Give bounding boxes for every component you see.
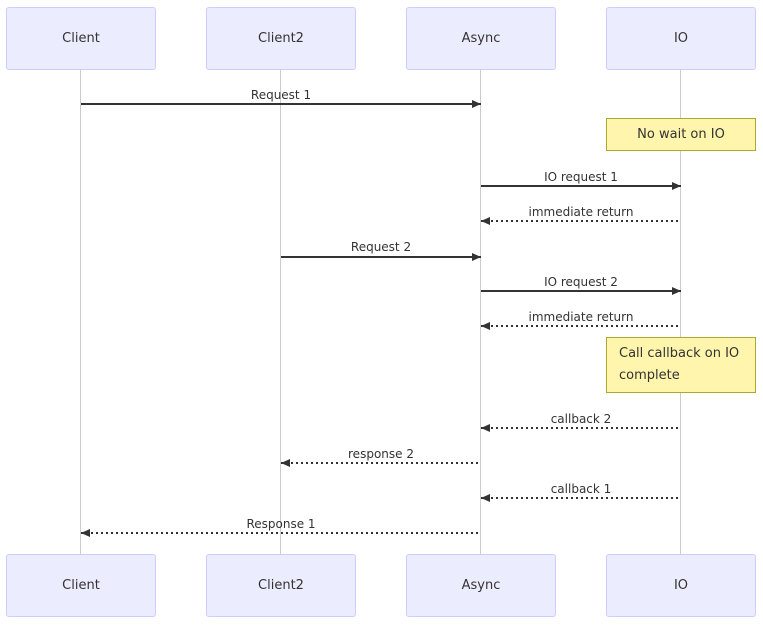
message-line — [481, 185, 681, 187]
message-line — [81, 103, 481, 105]
actor-box-client-top: Client — [6, 7, 156, 70]
lifeline-async — [480, 70, 481, 554]
arrowhead-icon — [472, 100, 481, 108]
arrowhead-icon — [672, 182, 681, 190]
actor-label: IO — [673, 578, 689, 593]
actor-label: Async — [461, 31, 501, 46]
arrowhead-icon — [672, 287, 681, 295]
message-line — [281, 462, 481, 464]
message-line — [481, 290, 681, 292]
actor-box-client2-top: Client2 — [206, 7, 356, 70]
actor-label: Client2 — [258, 578, 304, 593]
actor-label: Client — [62, 578, 100, 593]
actor-label: Async — [461, 578, 501, 593]
message-line — [481, 325, 681, 327]
actor-box-async-bottom: Async — [406, 554, 556, 617]
arrowhead-icon — [481, 494, 490, 502]
message-label: immediate return — [528, 310, 634, 324]
message-label: Response 1 — [246, 517, 316, 531]
actor-label: IO — [673, 31, 689, 46]
message-label: response 2 — [348, 447, 414, 461]
actor-box-client-bottom: Client — [6, 554, 156, 617]
actor-box-io-top: IO — [606, 7, 756, 70]
arrowhead-icon — [472, 253, 481, 261]
arrowhead-icon — [481, 322, 490, 330]
message-label: IO request 2 — [544, 275, 618, 289]
lifeline-io — [680, 70, 681, 554]
message-line — [81, 532, 481, 534]
message-line — [481, 427, 681, 429]
arrowhead-icon — [81, 529, 90, 537]
message-label: Request 2 — [350, 240, 412, 254]
actor-label: Client — [62, 31, 100, 46]
actor-box-io-bottom: IO — [606, 554, 756, 617]
message-label: callback 1 — [550, 482, 612, 496]
message-line — [481, 497, 681, 499]
arrowhead-icon — [481, 217, 490, 225]
message-label: callback 2 — [550, 412, 612, 426]
lifeline-client2 — [280, 70, 281, 554]
message-label: immediate return — [528, 205, 634, 219]
actor-box-client2-bottom: Client2 — [206, 554, 356, 617]
message-label: Request 1 — [250, 88, 312, 102]
message-line — [481, 220, 681, 222]
actor-label: Client2 — [258, 31, 304, 46]
message-label: IO request 1 — [544, 170, 618, 184]
note-text: Call callback on IO complete — [619, 346, 740, 383]
actor-box-async-top: Async — [406, 7, 556, 70]
note-no-wait: No wait on IO — [606, 118, 756, 151]
note-text: No wait on IO — [637, 127, 725, 142]
note-call-callback: Call callback on IO complete — [606, 337, 756, 393]
arrowhead-icon — [481, 424, 490, 432]
arrowhead-icon — [281, 459, 290, 467]
lifeline-client — [80, 70, 81, 554]
message-line — [281, 256, 481, 258]
